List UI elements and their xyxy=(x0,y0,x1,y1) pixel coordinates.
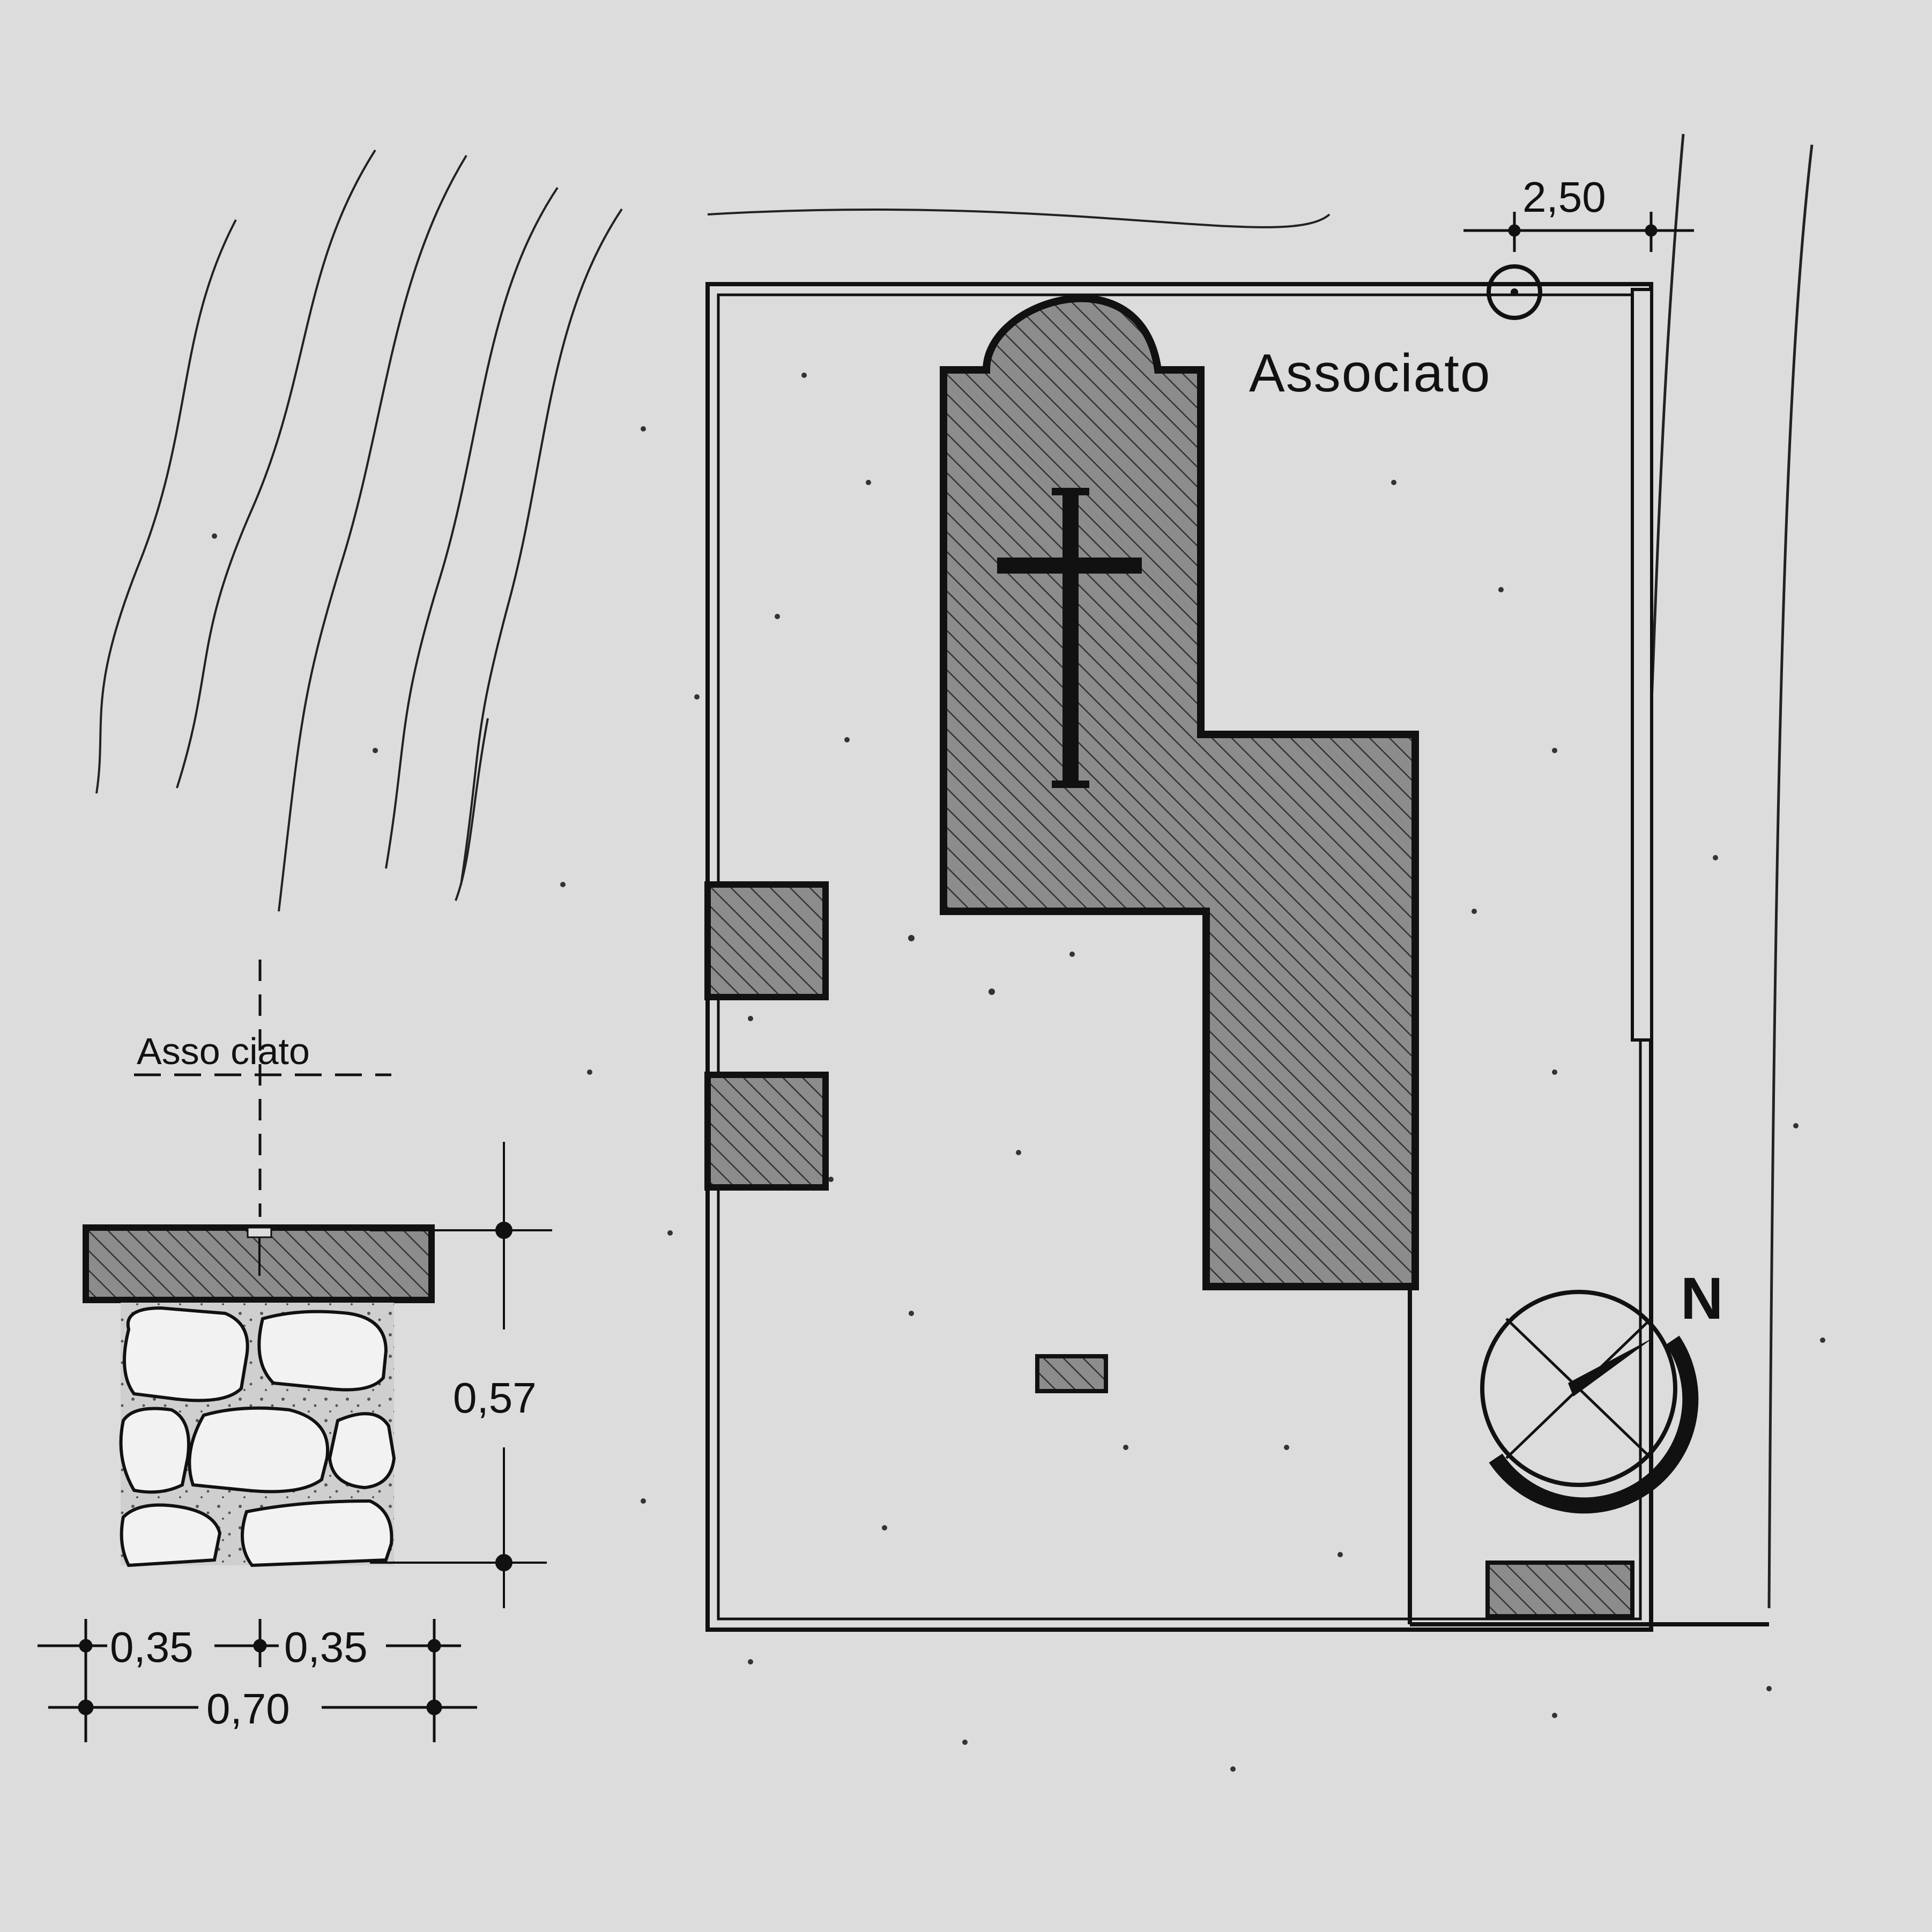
north-compass-icon xyxy=(1480,1290,1699,1514)
side-wall xyxy=(1631,288,1653,1042)
chapel-building xyxy=(940,294,1419,1290)
annex-block-2 xyxy=(704,1072,829,1191)
dimension-total-label: 0,70 xyxy=(206,1685,290,1733)
dimension-top xyxy=(1463,212,1694,252)
section-detail: Asso ciato 0,57 xyxy=(38,960,552,1742)
cross-icon xyxy=(997,488,1142,788)
ground-texture xyxy=(212,373,1825,1772)
dimension-height xyxy=(370,1142,552,1608)
dimension-half-right-label: 0,35 xyxy=(284,1623,368,1671)
altar-block xyxy=(1035,1354,1108,1393)
survey-marker-icon xyxy=(1487,264,1542,320)
dimension-bottom xyxy=(38,1619,477,1742)
detail-label: Asso ciato xyxy=(137,1030,310,1072)
entrance-block xyxy=(1485,1561,1634,1618)
dimension-half-left-label: 0,35 xyxy=(110,1623,194,1671)
road-edges xyxy=(1649,133,1814,1609)
contour-lines xyxy=(95,149,1331,912)
annex-block-1 xyxy=(704,881,829,1000)
north-label: N xyxy=(1681,1266,1723,1332)
stones xyxy=(119,1306,396,1567)
dimension-top-label: 2,50 xyxy=(1522,173,1606,221)
chapel-label: Associato xyxy=(1249,343,1491,403)
dimension-height-label: 0,57 xyxy=(453,1374,537,1422)
